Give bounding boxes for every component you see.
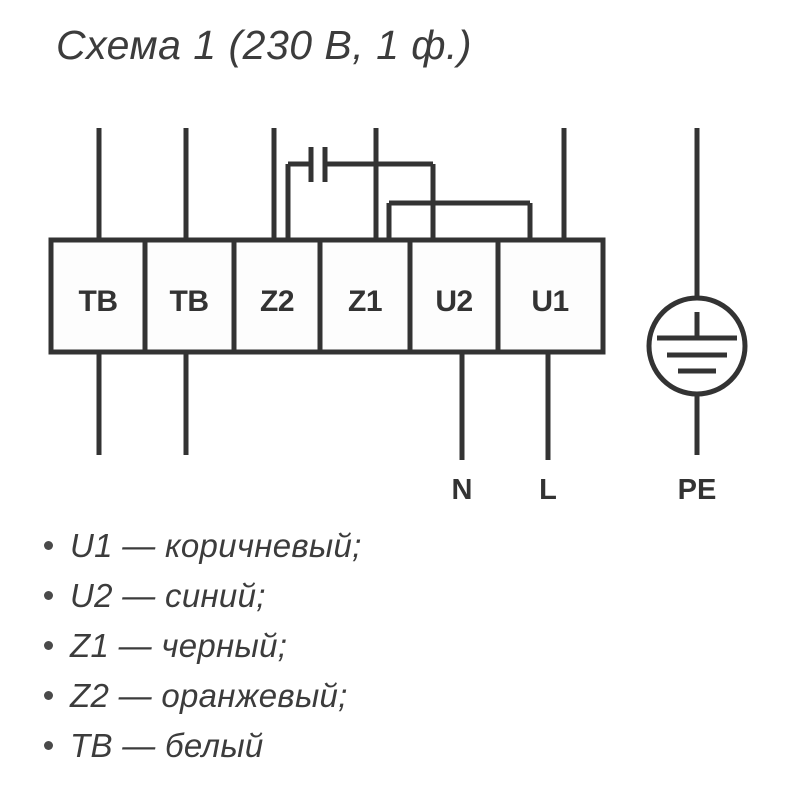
legend-item: U2 — синий; [44, 577, 604, 617]
wire-label-pe: PE [677, 474, 717, 506]
bullet-icon [44, 691, 53, 700]
terminal-label-z1: Z1 [347, 285, 383, 318]
bullet-icon [44, 741, 53, 750]
terminal-label-tb-2: TB [169, 285, 210, 318]
legend-item-label: Z2 — оранжевый; [70, 677, 348, 714]
bullet-icon [44, 591, 53, 600]
bullet-icon [44, 541, 53, 550]
ground-circle [646, 295, 748, 397]
legend-item: U1 — коричневый; [44, 527, 604, 567]
wiring-diagram-svg [48, 128, 748, 460]
terminal-block-outline [48, 237, 606, 355]
terminal-label-u2: U2 [435, 285, 473, 318]
legend-item-label: Z1 — черный; [70, 627, 288, 664]
page-title: Схема 1 (230 В, 1 ф.) [56, 22, 473, 68]
legend-item: Z2 — оранжевый; [44, 677, 604, 717]
wire-label-l: L [539, 474, 557, 506]
wire-label-n: N [451, 474, 473, 506]
terminal-label-u1: U1 [531, 285, 569, 318]
legend-item-label: ТВ — белый [70, 727, 264, 764]
bullet-icon [44, 641, 53, 650]
terminal-label-tb-1: TB [78, 285, 119, 318]
legend-item-label: U2 — синий; [70, 577, 266, 614]
legend-item: ТВ — белый [44, 727, 604, 767]
terminal-label-z2: Z2 [259, 285, 295, 318]
legend-item: Z1 — черный; [44, 627, 604, 667]
legend-list: U1 — коричневый; U2 — синий; Z1 — черный… [44, 527, 604, 777]
legend-item-label: U1 — коричневый; [70, 527, 362, 564]
